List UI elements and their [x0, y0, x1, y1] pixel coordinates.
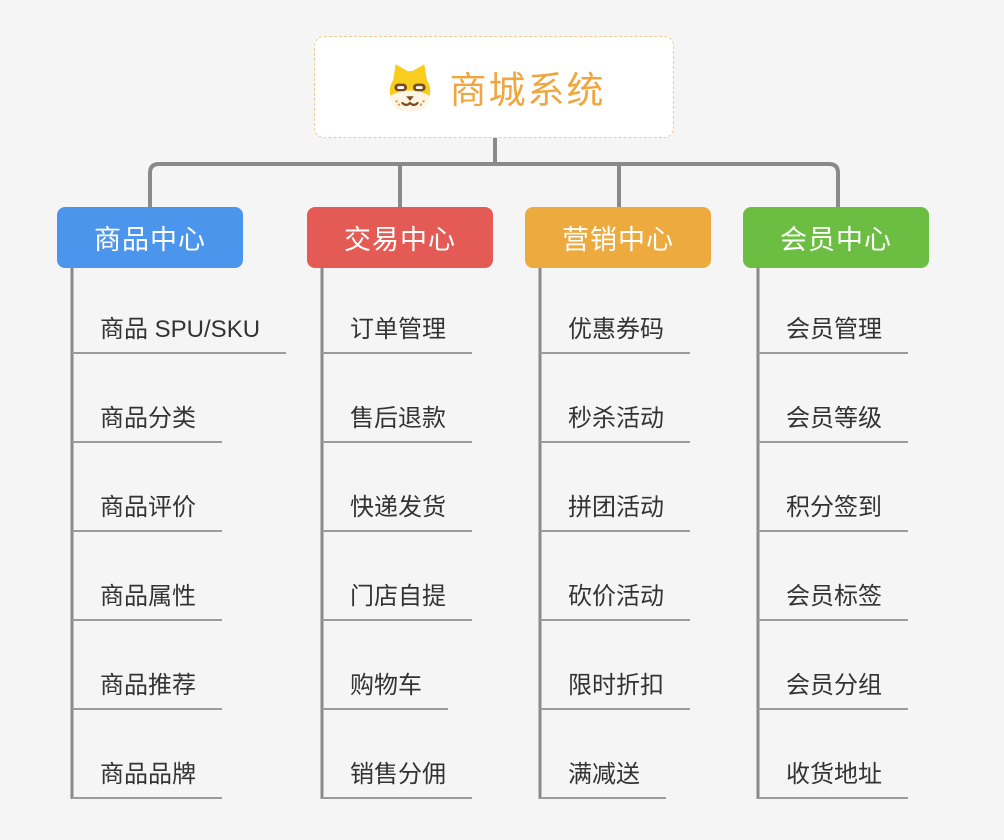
leaf-node[interactable]: 收货地址	[758, 762, 908, 799]
leaf-node[interactable]: 购物车	[322, 673, 448, 710]
leaf-node[interactable]: 快递发货	[322, 495, 472, 532]
leaf-node[interactable]: 售后退款	[322, 406, 472, 443]
branch-label: 营销中心	[562, 225, 674, 255]
leaf-node[interactable]: 销售分佣	[322, 762, 472, 799]
leaf-node[interactable]: 积分签到	[758, 495, 908, 532]
leaf-node[interactable]: 优惠券码	[540, 317, 690, 354]
leaf-node[interactable]: 满减送	[540, 762, 666, 799]
leaf-node[interactable]: 砍价活动	[540, 584, 690, 621]
leaf-node[interactable]: 商品推荐	[72, 673, 222, 710]
leaf-node[interactable]: 会员等级	[758, 406, 908, 443]
leaf-node[interactable]: 秒杀活动	[540, 406, 690, 443]
branch-label: 交易中心	[344, 225, 456, 255]
leaf-node[interactable]: 限时折扣	[540, 673, 690, 710]
branch-label: 会员中心	[780, 225, 892, 255]
root-title: 商城系统	[449, 70, 606, 111]
leaf-node[interactable]: 订单管理	[322, 317, 472, 354]
dog-icon	[389, 64, 430, 112]
leaf-node[interactable]: 商品属性	[72, 584, 222, 621]
branch-marketing-center[interactable]: 营销中心	[525, 207, 711, 268]
root-node[interactable]: 商城系统	[314, 36, 674, 138]
leaf-node[interactable]: 商品品牌	[72, 762, 222, 799]
leaf-node[interactable]: 会员标签	[758, 584, 908, 621]
branch-trade-center[interactable]: 交易中心	[307, 207, 493, 268]
branch-member-center[interactable]: 会员中心	[743, 207, 929, 268]
leaf-node[interactable]: 商品评价	[72, 495, 222, 532]
leaf-node[interactable]: 拼团活动	[540, 495, 690, 532]
branch-label: 商品中心	[94, 225, 206, 255]
leaf-node[interactable]: 门店自提	[322, 584, 472, 621]
branch-product-center[interactable]: 商品中心	[57, 207, 243, 268]
leaf-node[interactable]: 会员分组	[758, 673, 908, 710]
leaf-node[interactable]: 商品 SPU/SKU	[72, 317, 287, 354]
leaf-node[interactable]: 商品分类	[72, 406, 222, 443]
leaf-node[interactable]: 会员管理	[758, 317, 908, 354]
